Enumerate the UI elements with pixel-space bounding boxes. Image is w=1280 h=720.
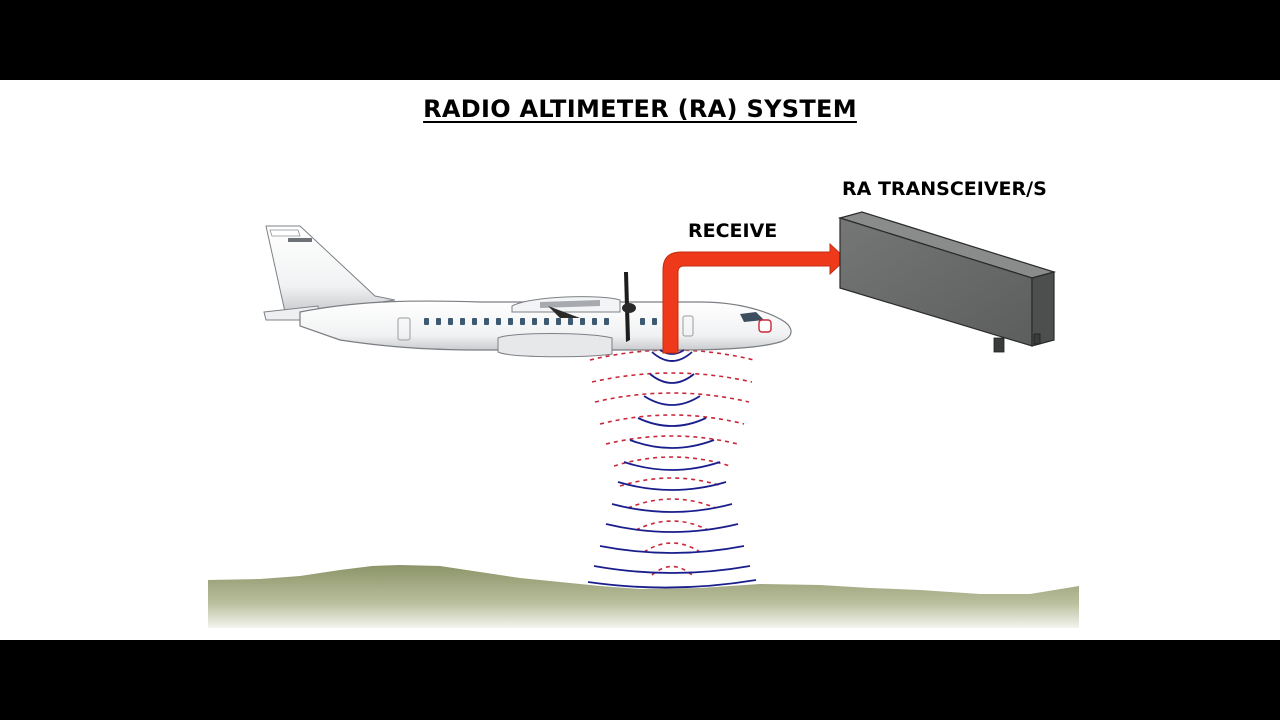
aircraft <box>263 225 792 358</box>
title-text: RADIO ALTIMETER (RA) SYSTEM <box>423 95 857 123</box>
receive-label: RECEIVE <box>688 220 778 242</box>
transceiver-box <box>837 211 1057 353</box>
page-title: RADIO ALTIMETER (RA) SYSTEM <box>0 95 1280 123</box>
transmit-waves <box>587 351 757 589</box>
transceiver-label: RA TRANSCEIVER/S <box>842 178 1047 200</box>
ground-terrain <box>208 562 1079 628</box>
diagram-canvas <box>0 80 1280 640</box>
receive-arrow <box>662 242 847 354</box>
